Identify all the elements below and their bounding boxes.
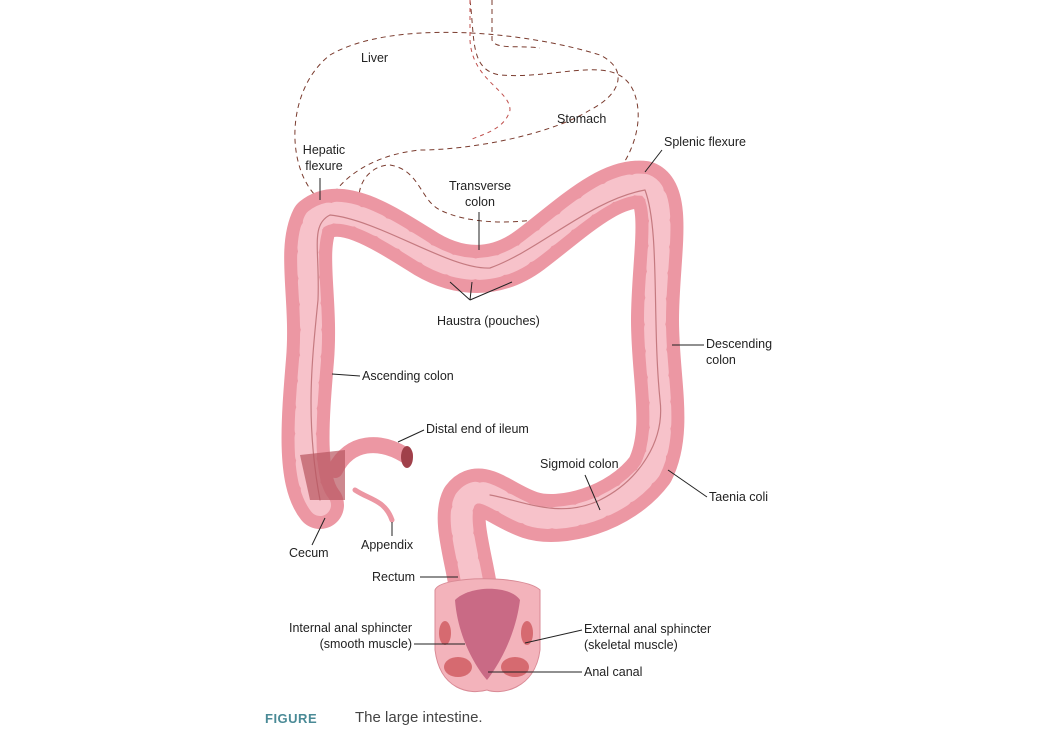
figure-tag: FIGURE xyxy=(265,711,318,726)
label-line: (smooth muscle) xyxy=(319,637,412,651)
ileum-shape xyxy=(327,437,413,478)
label-transverse-colon: Transverse colon xyxy=(440,178,520,210)
label-ascending-colon: Ascending colon xyxy=(362,369,454,383)
label-external-anal-sphincter: External anal sphincter (skeletal muscle… xyxy=(584,621,711,653)
esophagus-outline xyxy=(491,0,541,49)
label-descending-colon: Descending colon xyxy=(706,336,772,368)
label-cecum: Cecum xyxy=(289,546,329,560)
taenia-line xyxy=(310,189,662,510)
label-appendix: Appendix xyxy=(361,538,414,552)
leader-lines xyxy=(311,149,708,673)
liver-outline xyxy=(294,31,619,201)
label-line: Transverse xyxy=(448,179,512,193)
label-splenic-flexure: Splenic flexure xyxy=(664,135,746,149)
label-stomach: Stomach xyxy=(557,112,607,126)
figure-caption: The large intestine. xyxy=(355,709,483,726)
label-line: colon xyxy=(465,195,495,209)
label-liver: Liver xyxy=(361,51,389,65)
colon-shape xyxy=(281,160,685,624)
label-internal-anal-sphincter: Internal anal sphincter (smooth muscle) xyxy=(262,620,412,652)
label-line: colon xyxy=(706,353,736,367)
label-hepatic-flexure: Hepatic flexure xyxy=(298,142,350,174)
label-rectum: Rectum xyxy=(372,570,416,584)
label-line: Hepatic xyxy=(302,143,346,157)
label-line: Internal anal sphincter xyxy=(289,621,412,635)
label-line: Descending xyxy=(706,337,773,351)
label-line: External anal sphincter xyxy=(584,622,712,636)
label-line: flexure xyxy=(305,159,343,173)
label-sigmoid-colon: Sigmoid colon xyxy=(540,457,619,471)
appendix-shape xyxy=(352,487,395,523)
label-distal-ileum: Distal end of ileum xyxy=(426,422,529,436)
label-haustra: Haustra (pouches) xyxy=(437,314,540,328)
label-taenia-coli: Taenia coli xyxy=(709,490,769,504)
label-line: (skeletal muscle) xyxy=(584,638,678,652)
label-anal-canal: Anal canal xyxy=(584,665,643,679)
